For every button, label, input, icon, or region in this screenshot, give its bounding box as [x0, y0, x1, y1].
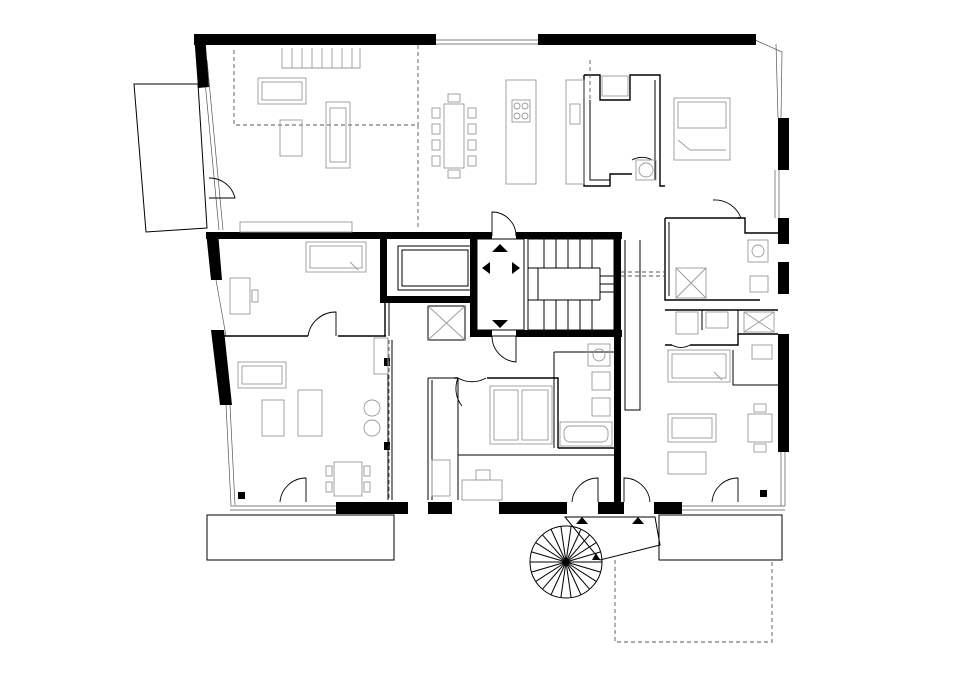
spiral-stair-tread	[565, 529, 582, 563]
interior-walls	[206, 232, 622, 510]
wardrobe-center	[431, 459, 451, 497]
spiral-stair-tread	[535, 542, 567, 563]
balconies	[133, 83, 783, 643]
sofa-north	[257, 77, 351, 169]
loft-stair	[281, 48, 361, 69]
spiral-stair-tread	[565, 542, 597, 563]
stair-arrow-down	[492, 320, 508, 328]
entry-arrows	[576, 517, 644, 560]
doors	[208, 156, 742, 503]
appliances	[601, 75, 657, 181]
column-east	[760, 490, 767, 497]
spiral-stair-tread	[565, 561, 572, 598]
stair-arrow-up	[492, 244, 508, 252]
spiral-stair-tread	[565, 534, 590, 563]
spiral-stair-tread	[565, 551, 601, 563]
desk-north-west	[229, 277, 259, 315]
living-east-furniture	[667, 403, 773, 475]
dining-table	[431, 93, 477, 179]
bed-north-east	[673, 97, 731, 161]
kitchen-island	[505, 79, 537, 185]
spiral-stair-tread	[565, 561, 597, 582]
exterior-walls	[194, 34, 789, 514]
sideboard	[239, 221, 353, 233]
bathroom-center-fixtures	[559, 343, 613, 447]
living-west-furniture	[237, 337, 389, 497]
furniture	[229, 48, 775, 501]
spiral-stair-tread	[565, 561, 601, 573]
elevator-shaft	[397, 245, 473, 291]
spiral-stair-tread	[550, 561, 567, 595]
spiral-stair-tread	[535, 561, 567, 582]
stair-arrow-right	[512, 262, 520, 274]
spiral-landing	[563, 516, 661, 561]
balcony-west	[133, 83, 208, 233]
spiral-stair-tread	[531, 551, 567, 563]
balcony-south-east	[658, 514, 783, 561]
spiral-stair-tread	[542, 534, 567, 563]
hidden-lines	[233, 45, 665, 500]
bed-north-west	[305, 241, 367, 273]
stair-core	[397, 211, 615, 363]
spiral-stair-tread	[560, 561, 567, 598]
spiral-stair-tread	[531, 561, 567, 573]
bed-center	[461, 385, 553, 501]
bed-east	[667, 344, 773, 383]
balcony-south-west	[206, 514, 395, 561]
bathroom-east-fixtures	[675, 239, 775, 335]
spiral-stair-tread	[560, 526, 567, 563]
main-stair	[527, 238, 615, 331]
glazing	[202, 39, 786, 511]
terrace-outline	[614, 560, 773, 643]
spiral-stair-tread	[565, 526, 572, 563]
spiral-stair-tread	[565, 561, 590, 590]
spiral-stair	[529, 525, 603, 599]
spiral-stair-tread	[550, 529, 567, 563]
stair-arrow-left	[482, 262, 490, 274]
kitchen-counter	[565, 79, 585, 185]
spiral-stair-tread	[542, 561, 567, 590]
spiral-stair-tread	[565, 561, 582, 595]
column-west	[238, 492, 245, 499]
